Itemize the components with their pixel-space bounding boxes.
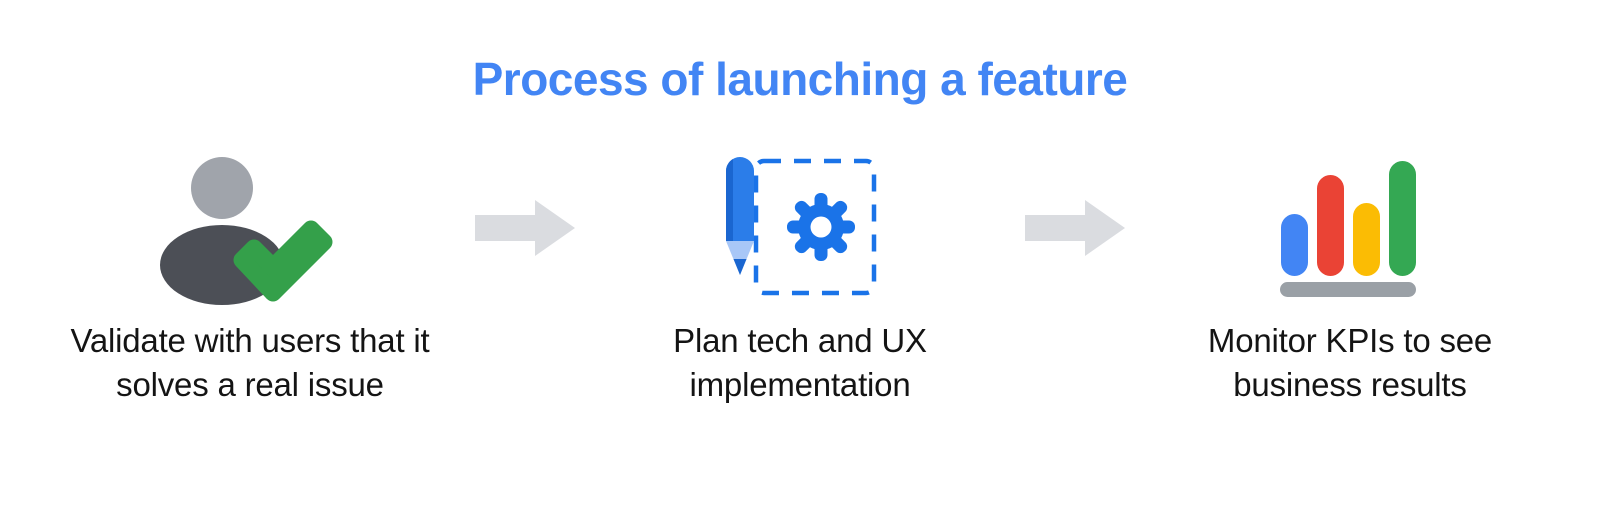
chart-baseline <box>1280 281 1416 297</box>
bar-red <box>1317 174 1344 276</box>
process-steps-row: Validate with users that it solves a rea… <box>0 140 1600 440</box>
page-title: Process of launching a feature <box>472 53 1128 105</box>
pencil-gear-icon <box>720 153 880 303</box>
person-check-icon <box>150 148 350 308</box>
arrow-right-icon <box>475 199 575 256</box>
bar-chart-icon <box>1275 158 1425 298</box>
step-validate-caption: Validate with users that it solves a rea… <box>70 322 430 403</box>
step-monitor-icon-slot <box>1135 140 1565 315</box>
step-monitor: Monitor KPIs to see business results <box>1135 140 1565 406</box>
connector-arrow-1 <box>465 140 585 315</box>
bar-yellow <box>1353 202 1380 276</box>
bar-green <box>1389 160 1416 276</box>
step-validate: Validate with users that it solves a rea… <box>35 140 465 406</box>
connector-arrow-2 <box>1015 140 1135 315</box>
step-plan-caption: Plan tech and UX implementation <box>673 322 927 403</box>
arrow-right-icon <box>1025 199 1125 256</box>
step-monitor-caption: Monitor KPIs to see business results <box>1207 322 1493 403</box>
bar-blue <box>1281 213 1308 276</box>
step-plan: Plan tech and UX implementation <box>585 140 1015 406</box>
step-plan-icon-slot <box>585 140 1015 315</box>
step-validate-icon-slot <box>35 140 465 315</box>
